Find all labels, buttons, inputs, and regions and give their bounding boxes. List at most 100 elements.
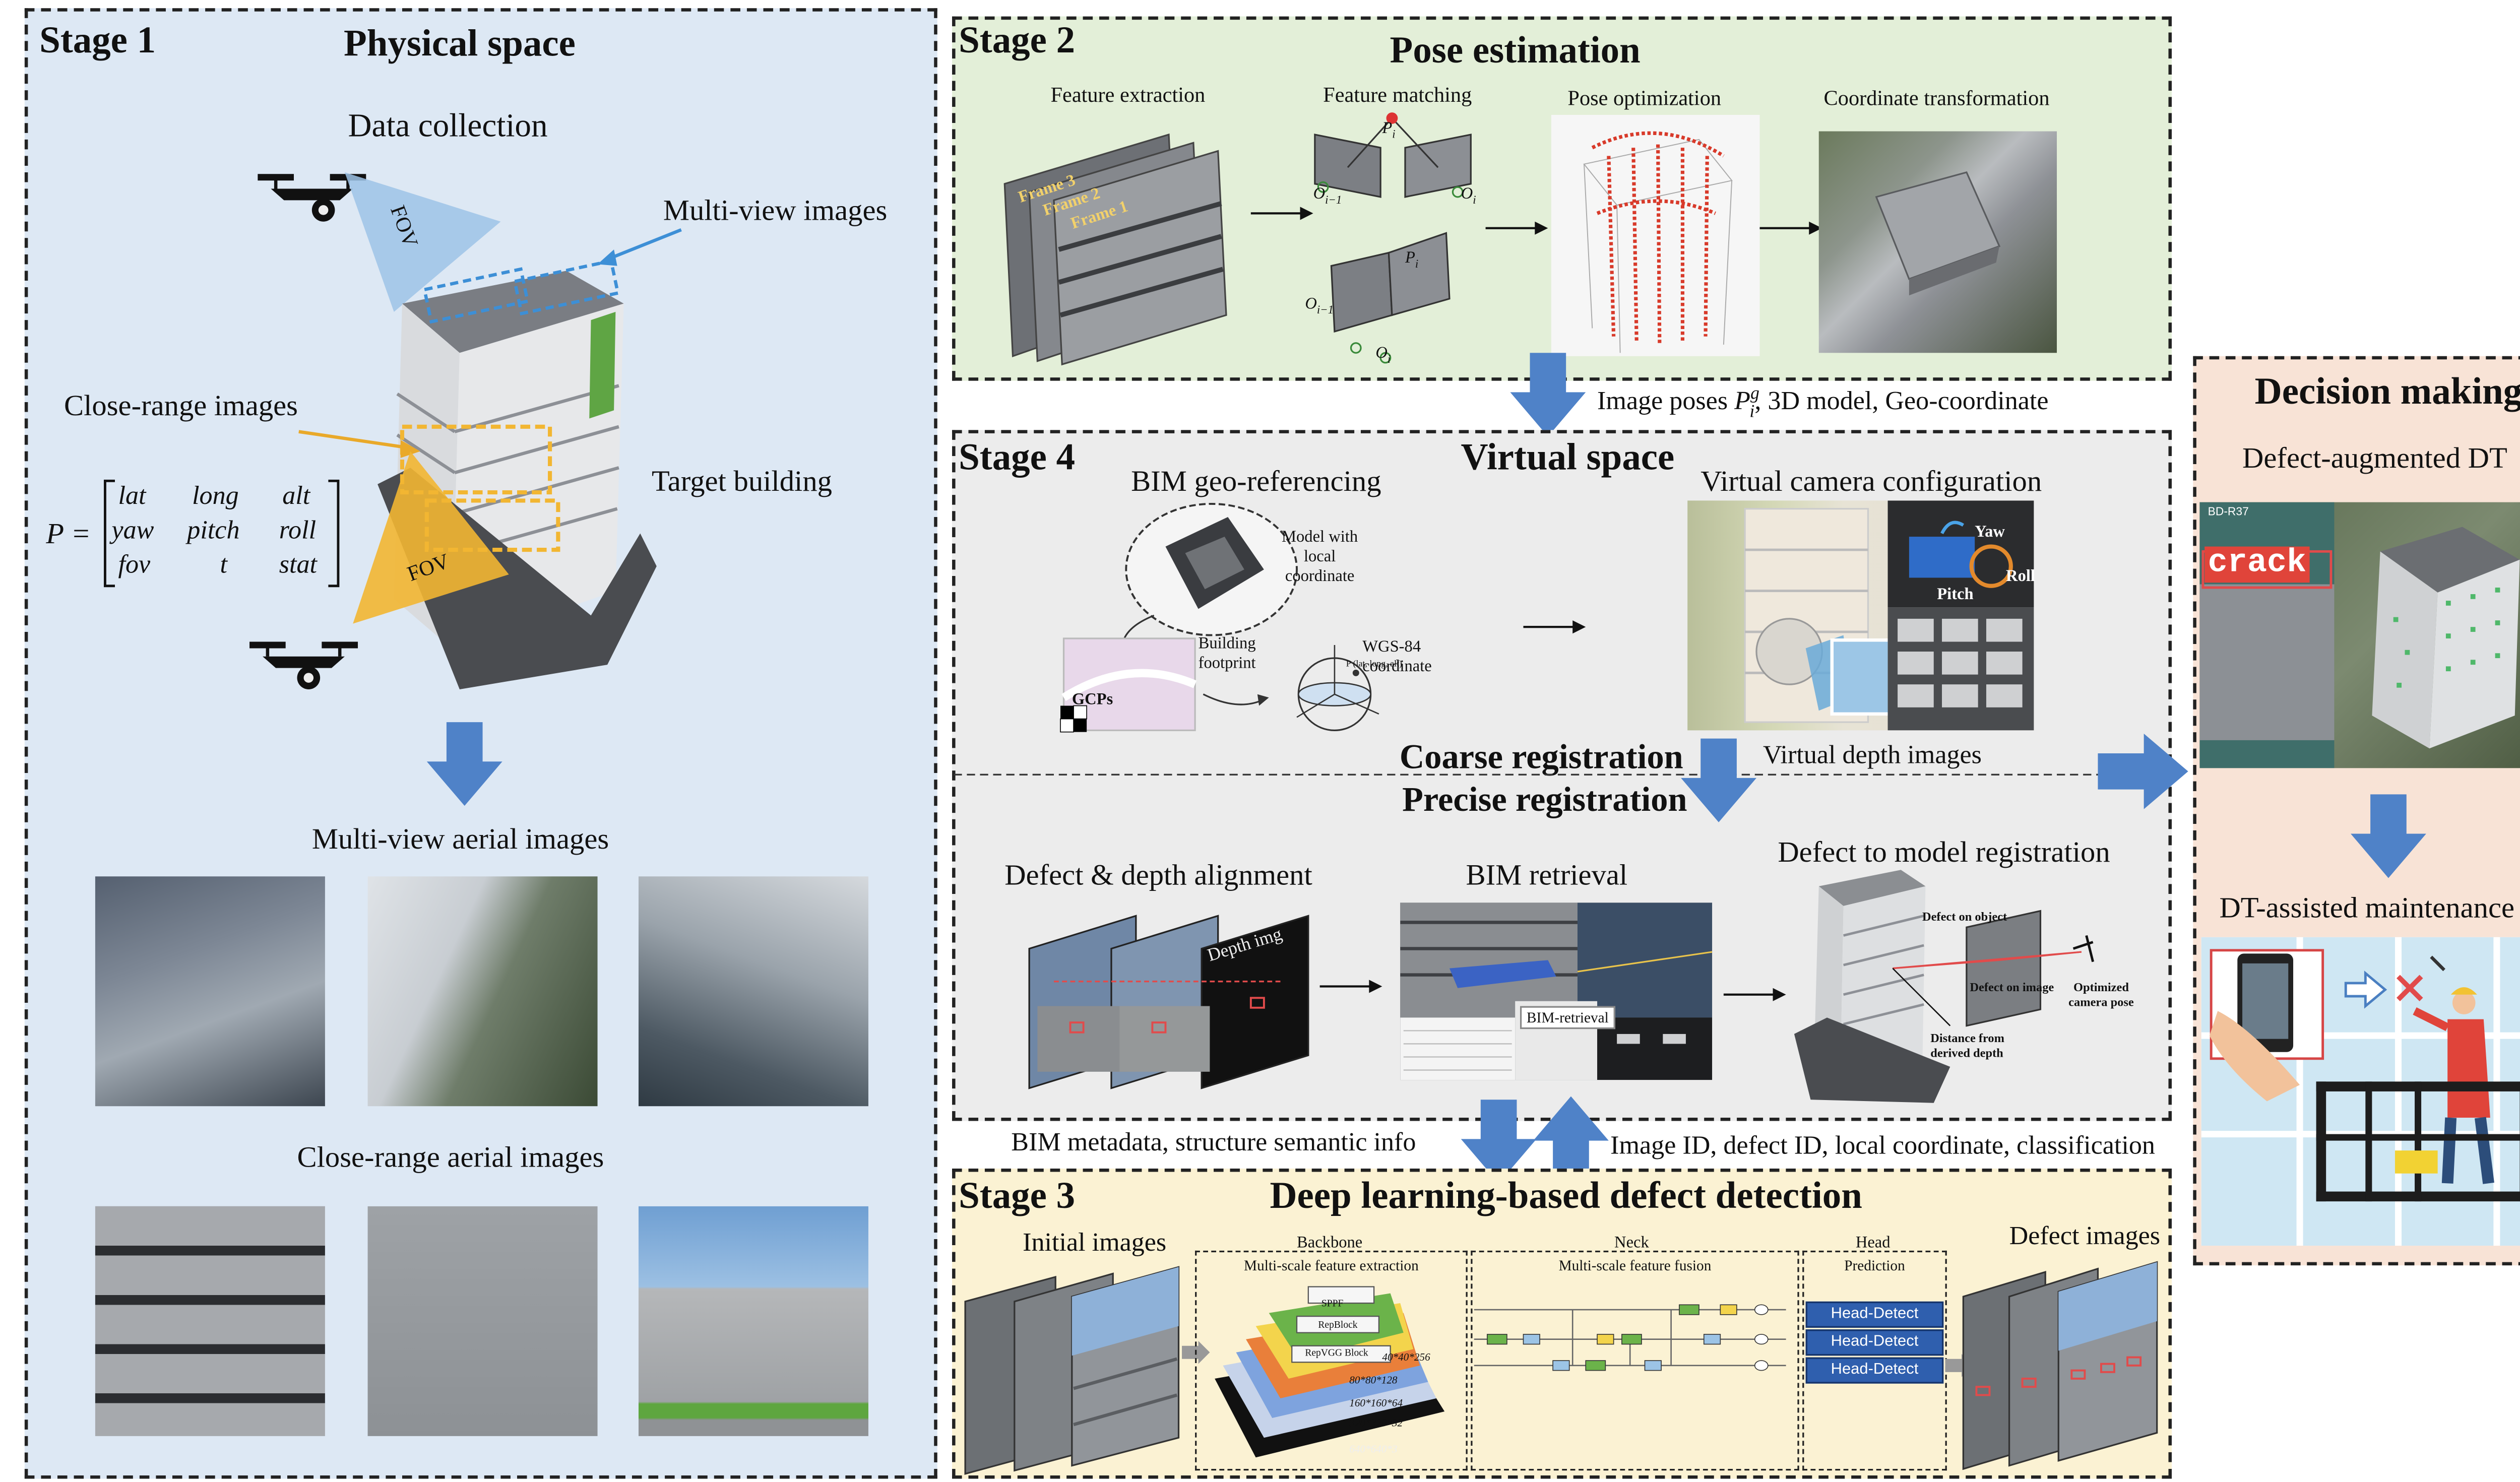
head-label: Head [1855, 1234, 1891, 1253]
matrix-cell: lat [118, 482, 146, 510]
pi-label-top: Pi [1382, 119, 1396, 142]
pose-optimization-image [1551, 114, 1760, 356]
virtual-depth-label: Virtual depth images [1763, 742, 1982, 770]
backbone-sub-label: Multi-scale feature extraction [1244, 1257, 1419, 1274]
stage2-to-stage4-caption: Image poses Pgi, 3D model, Geo-coordinat… [1597, 384, 2049, 421]
dt-screenshot-image [2199, 502, 2520, 768]
aerial-image-1 [95, 876, 325, 1107]
defect-depth-image [1028, 915, 1309, 1089]
multiview-images-label: Multi-view images [663, 194, 888, 227]
o-i-label-bottom: Oi [1375, 344, 1391, 366]
head-detect-2: Head-Detect [1805, 1329, 1944, 1356]
coordinate-transformation-image [1818, 131, 2057, 353]
virtual-camera-image [1687, 500, 2034, 731]
closerange-image-1 [95, 1206, 325, 1436]
matrix-left-bracket [104, 479, 115, 588]
stage3-title: Deep learning-based defect detection [1270, 1175, 1862, 1216]
stage2-label: Stage 2 [959, 20, 1076, 61]
stage4-title: Virtual space [1461, 436, 1675, 478]
matrix-cell: t [220, 551, 227, 579]
stage4-to-stage3-arrow [1461, 1100, 1537, 1184]
coarse-registration-label: Coarse registration [1399, 737, 1683, 777]
stage4-arrow-1 [1523, 620, 1586, 634]
step-feature-extraction: Feature extraction [1050, 82, 1206, 107]
defect-images-stack [1962, 1261, 2158, 1470]
defect-depth-alignment-label: Defect & depth alignment [1004, 858, 1312, 891]
neck-box [1471, 1250, 1799, 1471]
decision-title: Decision making [2254, 371, 2520, 412]
step-pose-optimization: Pose optimization [1567, 85, 1722, 110]
initial-images-stack [964, 1266, 1180, 1475]
wgs84-label: WGS-84 coordinate [1362, 638, 1432, 676]
initial-images-label: Initial images [1023, 1229, 1167, 1257]
bim-retrieval-tag: BIM-retrieval [1520, 1006, 1615, 1029]
stage3-to-stage4-caption: Image ID, defect ID, local coordinate, c… [1610, 1132, 2155, 1161]
bim-geo-diagram [1060, 502, 1379, 733]
layer-dim-80: 80*80*128 [1349, 1375, 1398, 1387]
matrix-cell: long [192, 482, 239, 510]
geo-point-label: P (lat, long, alt) [1346, 660, 1403, 670]
matrix-cell: pitch [187, 517, 240, 545]
dt-assisted-maintenance-label: DT-assisted maintenance [2219, 891, 2515, 924]
frames-stack-image [1003, 133, 1227, 366]
fov-top-shape [344, 172, 501, 312]
feature-matching-image [1314, 112, 1472, 364]
stage4-label: Stage 4 [959, 436, 1076, 478]
head-detect-1: Head-Detect [1805, 1301, 1944, 1328]
drone-bottom-icon [249, 641, 358, 689]
fov-bottom-shape [353, 451, 509, 624]
defect-on-image-label: Defect on image [1970, 980, 2054, 995]
defect-model-registration-label: Defect to model registration [1778, 835, 2110, 868]
backbone-label: Backbone [1297, 1234, 1363, 1253]
stage2-arrow-2 [1485, 221, 1548, 235]
matrix-cell: alt [282, 482, 310, 510]
layer-dim-160: 160*160*64 [1349, 1398, 1403, 1410]
bim-retrieval-label: BIM retrieval [1466, 858, 1628, 891]
close-range-arrow [298, 430, 420, 458]
optimized-pose-label: Optimized camera pose [2068, 980, 2134, 1010]
matrix-lhs: P = [46, 517, 91, 550]
head-detect-3: Head-Detect [1805, 1357, 1944, 1384]
stage4-arrow-3 [1723, 988, 1786, 1001]
o-prev-label-top: Oi−1 [1313, 185, 1342, 207]
maintenance-illustration [2201, 937, 2520, 1246]
decision-down-arrow [2351, 794, 2426, 878]
stage2-arrow-1 [1250, 207, 1313, 220]
neck-label: Neck [1614, 1234, 1649, 1253]
neck-sub-label: Multi-scale feature fusion [1558, 1257, 1712, 1274]
close-range-images-label: Close-range images [64, 389, 298, 422]
defect-on-object-label: Defect on object [1922, 909, 2007, 924]
head-sub-label: Prediction [1844, 1257, 1905, 1274]
matrix-cell: yaw [111, 517, 154, 545]
pi-label-bottom: Pi [1405, 249, 1419, 271]
building-footprint-label: Building footprint [1198, 635, 1256, 673]
to-decision-arrow [2098, 733, 2188, 809]
stage1-label: Stage 1 [39, 20, 156, 61]
closerange-image-3 [638, 1206, 868, 1436]
defect-augmented-dt-label: Defect-augmented DT [2242, 441, 2507, 475]
yaw-label: Yaw [1975, 523, 2005, 542]
matrix-cell: fov [118, 551, 151, 579]
crack-label: crack [2204, 546, 2310, 583]
layer-repblock: RepBlock [1318, 1321, 1358, 1331]
target-building-label: Target building [652, 464, 832, 497]
precise-registration-label: Precise registration [1402, 780, 1687, 819]
coarse-down-arrow [1681, 738, 1756, 822]
stage1-title: Physical space [343, 23, 576, 65]
layer-sppf: SPPF [1321, 1300, 1344, 1310]
stage2-to-stage4-arrow [1510, 353, 1586, 437]
distance-depth-label: Distance from derived depth [1930, 1030, 2005, 1061]
matrix-cell: stat [279, 551, 318, 579]
closerange-aerial-label: Close-range aerial images [297, 1140, 604, 1174]
data-collection-label: Data collection [348, 108, 548, 145]
o-prev-label-bottom: Oi−1 [1305, 295, 1334, 317]
stage2-arrow-3 [1759, 221, 1822, 235]
defect-images-label: Defect images [2009, 1222, 2161, 1251]
drone-top-icon [258, 174, 366, 222]
layer-dim-640: 640*640*3 [1349, 1444, 1398, 1456]
roll-label: Roll [2006, 567, 2035, 586]
layer-dim-320: 320*320*32 [1349, 1418, 1403, 1430]
matrix-right-bracket [328, 479, 340, 588]
layer-dim-40: 40*40*256 [1382, 1352, 1430, 1364]
defect-model-image [1794, 870, 2095, 1103]
